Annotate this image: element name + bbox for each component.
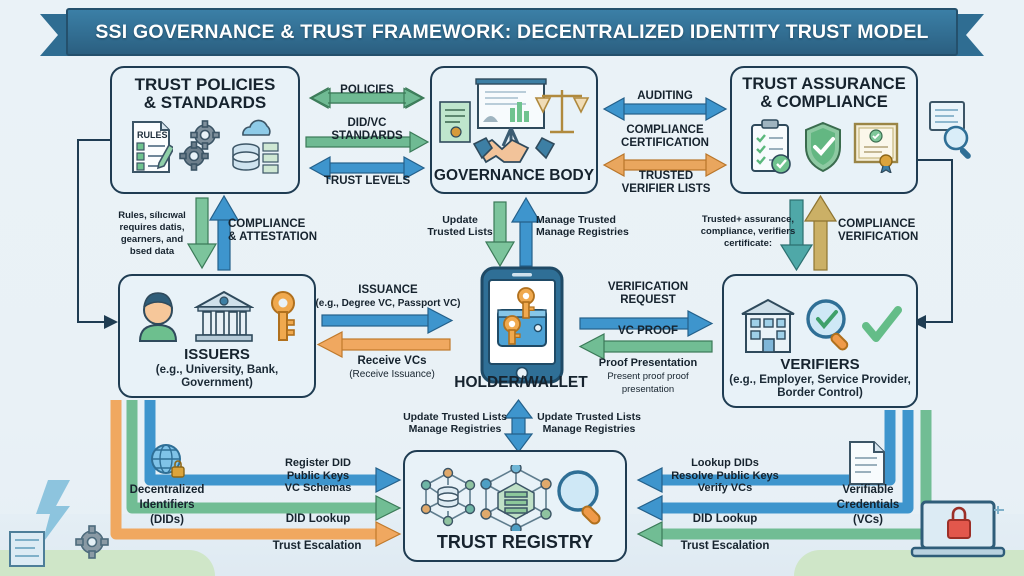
verifiers-icon-group <box>738 296 902 354</box>
shield-check-icon <box>805 121 841 172</box>
edge-policies-governance-didvc <box>305 130 430 154</box>
label-compliance-verification: COMPLIANCE VERIFICATION <box>838 218 919 244</box>
title-banner: SSI GOVERNANCE & TRUST FRAMEWORK: DECENT… <box>40 8 984 56</box>
label-did-lookup-right: DID Lookup <box>692 513 758 525</box>
label-holder-registry-left: Update Trusted Lists Manage Registries <box>403 411 507 436</box>
edge-outer-right-wrap <box>912 159 953 329</box>
banner-body: SSI GOVERNANCE & TRUST FRAMEWORK: DECENT… <box>66 8 958 56</box>
label-trusted-verifier-lists: TRUSTED VERIFIER LISTS <box>621 170 711 196</box>
label-issuance: ISSUANCE (e.g., Degree VC, Passport VC) <box>315 284 461 310</box>
page-title: SSI GOVERNANCE & TRUST FRAMEWORK: DECENT… <box>95 20 929 43</box>
node-title: TRUST POLICIES & STANDARDS <box>134 75 276 113</box>
gears-icon <box>179 119 220 171</box>
node-title: GOVERNANCE BODY <box>433 167 595 185</box>
key-icon <box>271 291 295 342</box>
caption-vcs: Verifiable Credentials (VCs) <box>836 484 900 526</box>
edge-governance-assurance-auditing <box>602 96 728 122</box>
edge-issuers-holder-receive <box>316 331 451 358</box>
label-trust-escalation-left: Trust Escalation <box>272 540 362 552</box>
edge-assurance-verifiers-down <box>779 199 814 272</box>
database-cloud-icon <box>232 119 279 174</box>
label-lookup-dids: Lookup DIDs Resolve Public Keys Verify V… <box>671 457 779 495</box>
registry-icon-group <box>420 464 601 531</box>
node-governance-body[interactable]: GOVERNANCE BODY <box>430 66 598 194</box>
label-manage-trusted-registries: Manage Trusted Manage Registries <box>536 214 629 239</box>
label-trust-levels: TRUST LEVELS <box>323 175 411 187</box>
label-policies: POLICIES <box>340 84 394 96</box>
edge-policies-issuers-down <box>186 197 218 270</box>
certificate-award-icon <box>853 122 899 173</box>
issuers-icon-group <box>134 289 300 343</box>
label-verification-request: VERIFICATION REQUEST <box>607 281 689 307</box>
edge-issuers-registry-escalation <box>110 400 402 547</box>
edge-assurance-verifiers-up <box>803 194 838 271</box>
rules-document-icon: RULES <box>132 120 173 173</box>
label-vc-proof: VC PROOF <box>617 325 679 337</box>
edge-governance-assurance-compliance-cert <box>602 152 728 178</box>
node-title: TRUST REGISTRY <box>436 531 594 552</box>
edge-governance-holder-down <box>484 201 516 268</box>
label-policies-issuers-note: Rules, sílıcıwal requires datis, gearner… <box>118 210 186 257</box>
edge-policies-governance-policies <box>308 86 426 110</box>
label-did-lookup-left: DID Lookup <box>285 513 351 525</box>
node-trust-policies[interactable]: TRUST POLICIES & STANDARDS RULES <box>110 66 300 194</box>
assurance-icon-group <box>748 118 900 176</box>
checklist-clipboard-icon <box>751 118 791 174</box>
node-trust-assurance[interactable]: TRUST ASSURANCE & COMPLIANCE <box>730 66 918 194</box>
edge-issuers-registry-didlookup <box>126 400 402 521</box>
policy-icon-group: RULES <box>129 119 281 175</box>
node-verifiers[interactable]: VERIFIERS (e.g., Employer, Service Provi… <box>722 274 918 408</box>
label-assurance-verifiers-note: Trusted+ assurance, compliance, verifier… <box>700 214 796 249</box>
edge-outer-left-wrap <box>77 139 118 329</box>
label-receive-vcs: Receive VCs (Receive Issuance) <box>349 355 435 381</box>
document-search-decoration-icon <box>929 101 971 159</box>
governance-icon-group <box>439 78 590 164</box>
phone-wallet-icon <box>480 266 564 384</box>
edge-issuers-registry-register <box>144 400 402 493</box>
institution-bank-icon <box>194 290 254 342</box>
label-holder-registry-right: Update Trusted Lists Manage Registries <box>537 411 641 436</box>
node-title: VERIFIERS <box>780 356 860 374</box>
bottom-left-decoration <box>9 480 109 567</box>
edge-holder-verifiers-vcproof <box>578 333 713 360</box>
office-building-icon <box>741 298 795 354</box>
edge-policies-governance-trustlevels <box>308 155 426 181</box>
label-update-trusted-lists: Update Trusted Lists <box>427 214 493 239</box>
edge-verifiers-registry-didlookup <box>636 410 914 521</box>
edge-holder-verifiers-request <box>579 310 714 337</box>
green-check-icon <box>862 306 902 343</box>
edge-holder-registry <box>503 399 534 453</box>
credential-document-icon <box>849 441 885 485</box>
node-subtitle: (e.g., Employer, Service Provider, Borde… <box>729 374 911 400</box>
magnifier-icon <box>557 469 599 512</box>
node-holder-wallet[interactable] <box>466 266 576 392</box>
node-trust-registry[interactable]: TRUST REGISTRY <box>403 450 627 562</box>
person-icon <box>138 292 178 343</box>
node-title: ISSUERS <box>184 346 250 364</box>
edge-verifiers-registry-lookup <box>636 410 896 493</box>
svg-text:RULES: RULES <box>137 130 168 140</box>
label-did-vc-standards: DID/VC STANDARDS <box>331 117 403 143</box>
label-compliance-attestation: COMPLIANCE & ATTESTATION <box>228 218 318 244</box>
edge-policies-issuers-up <box>208 194 240 271</box>
holder-wallet-title: HOLDER/WALLET <box>454 374 588 391</box>
node-subtitle: (e.g., University, Bank, Government) <box>155 364 279 390</box>
label-auditing: AUDITING <box>637 90 693 102</box>
edge-issuers-holder-issuance <box>321 307 454 334</box>
edge-governance-holder-up <box>510 196 542 267</box>
label-trust-escalation-right: Trust Escalation <box>680 540 770 552</box>
caption-dids: Decentralized Identifiers (DIDs) <box>129 484 205 526</box>
globe-lock-icon <box>151 444 185 478</box>
label-proof-presentation: Proof Presentation Present proof proof p… <box>598 357 698 395</box>
label-compliance-certification: COMPLIANCE CERTIFICATION <box>621 124 709 150</box>
label-register-did: Register DID Public Keys VC Schemas <box>284 457 352 495</box>
node-issuers[interactable]: ISSUERS (e.g., University, Bank, Governm… <box>118 274 316 398</box>
node-title: TRUST ASSURANCE & COMPLIANCE <box>742 75 906 111</box>
laptop-lock-decoration <box>910 500 1006 558</box>
magnifier-check-icon <box>806 299 849 351</box>
